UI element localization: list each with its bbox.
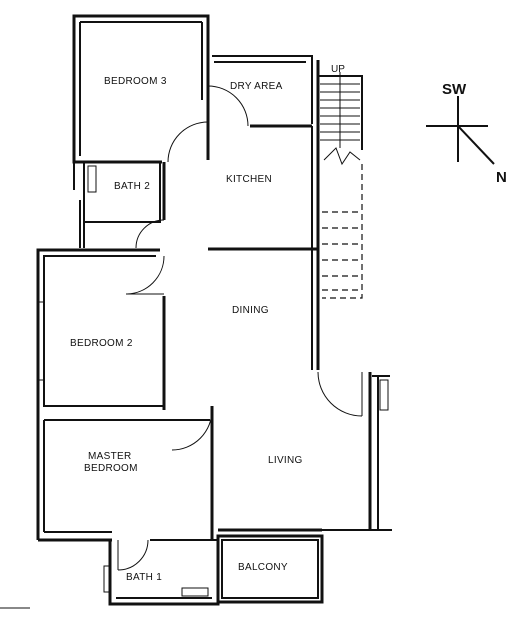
label-master-line2: BEDROOM	[84, 463, 138, 474]
label-bedroom3: BEDROOM 3	[104, 76, 167, 87]
bath1-fixture	[181, 587, 209, 597]
compass-north-arrow-icon	[457, 125, 495, 165]
walls	[36, 14, 392, 606]
stair-break-line	[323, 147, 361, 166]
door-bath1	[117, 539, 149, 571]
wall-bedroom2-inner	[43, 255, 164, 407]
door-bedroom3	[167, 121, 209, 163]
bath2-fixture	[87, 165, 97, 193]
doors	[117, 85, 363, 571]
wall-bedroom3-outer	[72, 14, 210, 164]
stair-outer-solid	[318, 75, 363, 150]
wall-balcony-outer	[216, 534, 324, 604]
label-kitchen: KITCHEN	[226, 174, 272, 185]
wall-bedroom2-outer	[36, 248, 160, 412]
label-bath1: BATH 1	[126, 572, 162, 583]
label-living: LIVING	[268, 455, 303, 466]
door-dry-area	[207, 85, 249, 127]
compass: SW N	[426, 81, 507, 186]
label-master-line1: MASTER	[88, 451, 131, 462]
label-balcony: BALCONY	[238, 562, 288, 573]
wall-dry-area-top	[212, 55, 313, 124]
door-entrance	[317, 371, 363, 417]
room-labels: BEDROOM 3 DRY AREA KITCHEN BATH 2 BEDROO…	[70, 76, 303, 583]
wall-balcony	[221, 539, 319, 599]
compass-label-sw: SW	[442, 81, 467, 98]
bedroom2-window	[37, 301, 45, 381]
label-bedroom2: BEDROOM 2	[70, 338, 133, 349]
door-bedroom2	[125, 255, 165, 295]
label-bath2: BATH 2	[114, 181, 150, 192]
bath1-window	[103, 565, 111, 593]
door-master	[171, 409, 213, 451]
label-dry-area: DRY AREA	[230, 81, 283, 92]
door-bath2	[135, 219, 165, 249]
staircase: UP	[318, 64, 363, 299]
stair-up-label: UP	[331, 64, 345, 75]
entry-pillar	[379, 379, 389, 411]
stair-treads-dashed	[322, 164, 363, 299]
compass-label-n: N	[496, 169, 507, 186]
label-dining: DINING	[232, 305, 269, 316]
wall-bath2	[83, 161, 161, 223]
